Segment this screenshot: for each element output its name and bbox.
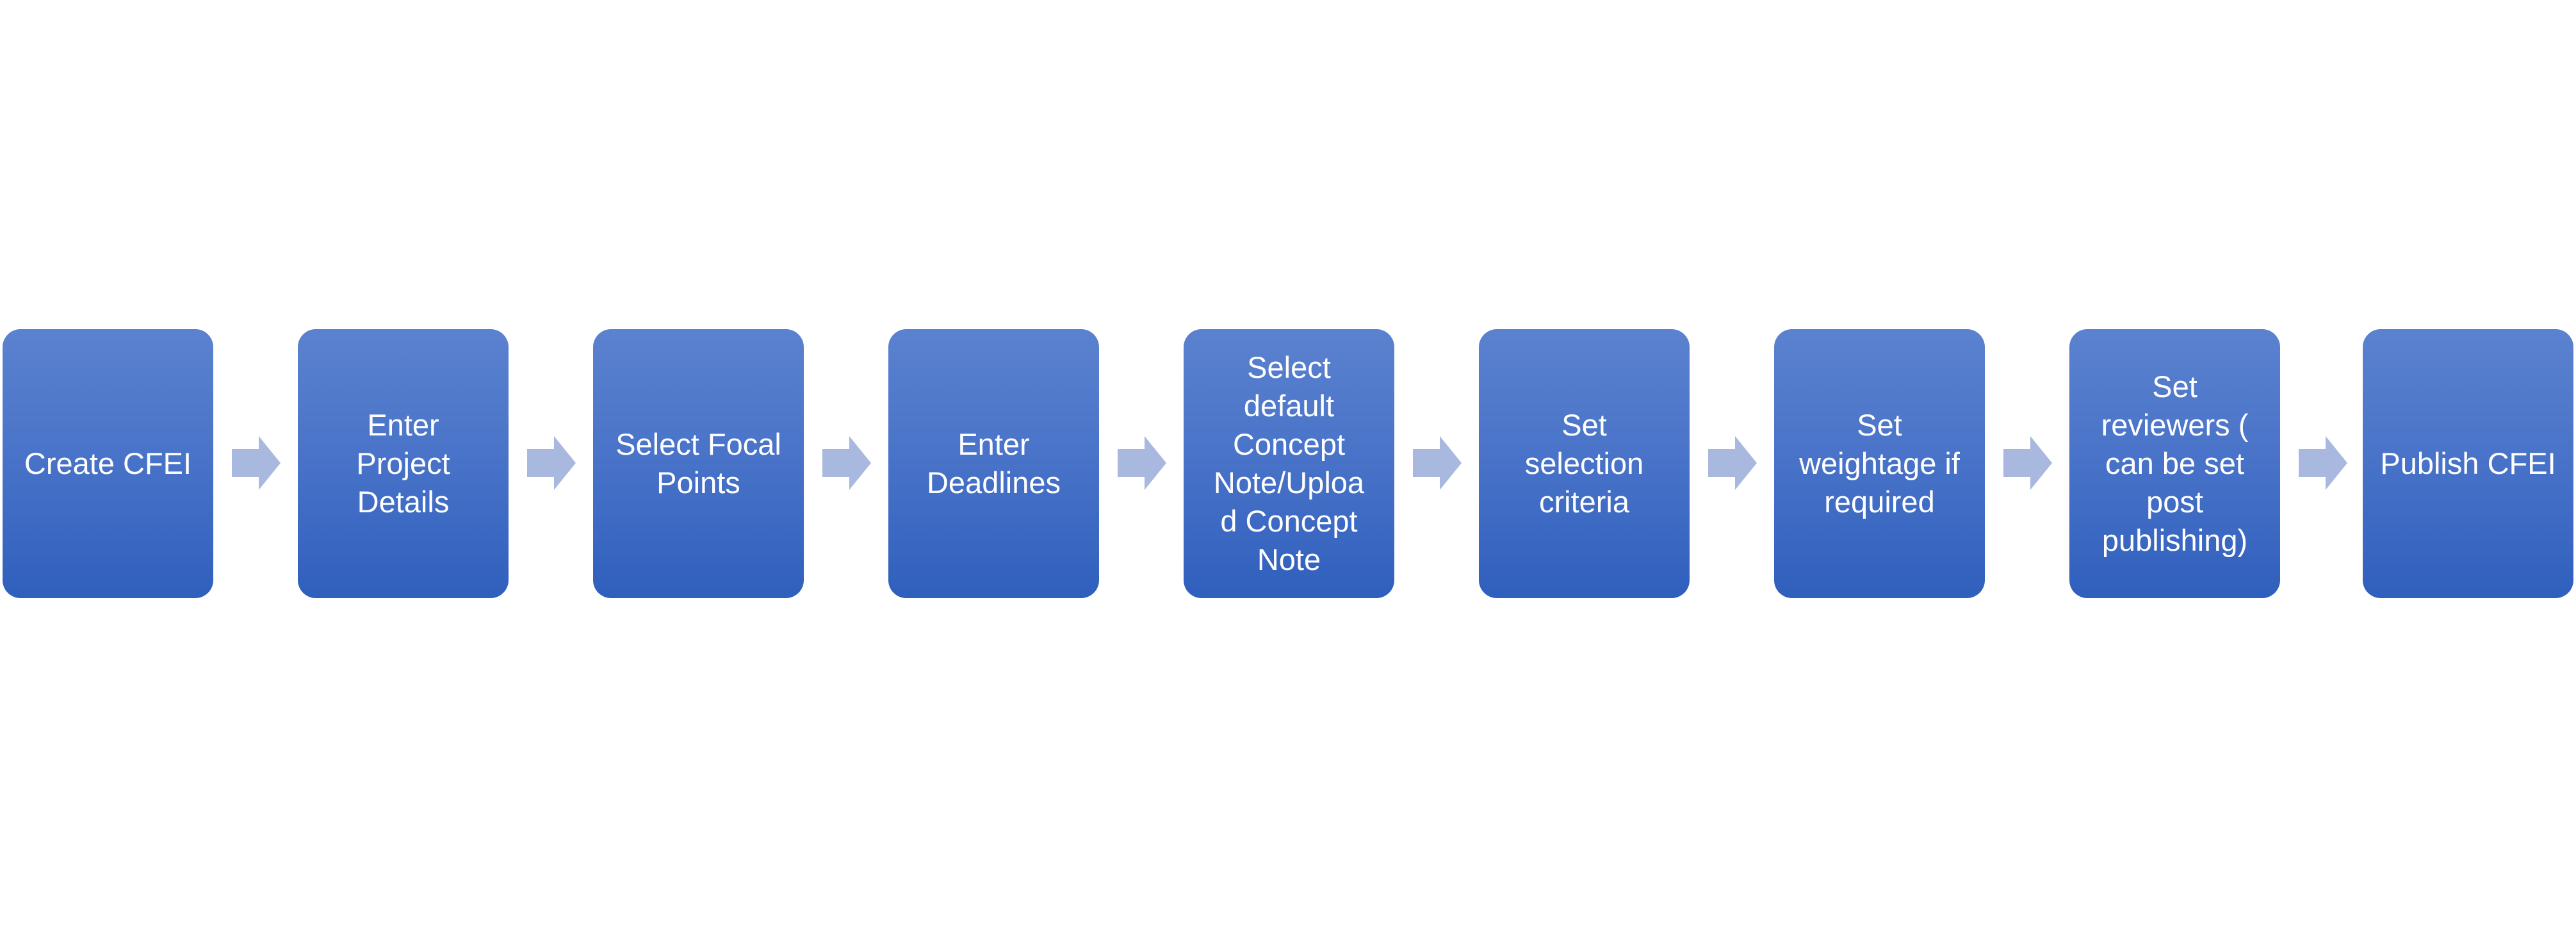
- arrow-right-icon: [2299, 436, 2347, 490]
- arrow-right-icon: [1708, 436, 1757, 490]
- step-label: Publish CFEI: [2380, 446, 2556, 480]
- step-box-select-concept-note: Select default Concept Note/Uploa d Conc…: [1184, 329, 1394, 598]
- step-box-enter-project-details: Enter Project Details: [298, 329, 509, 598]
- step-box-select-focal-points: Select Focal Points: [593, 329, 804, 598]
- arrow-right-icon: [2003, 436, 2052, 490]
- step-label: Select Focal Points: [615, 427, 781, 500]
- arrow-right-icon: [232, 436, 281, 490]
- arrow-right-icon: [1118, 436, 1166, 490]
- arrow-right-icon: [822, 436, 871, 490]
- arrow-right-icon: [527, 436, 576, 490]
- step-box-enter-deadlines: Enter Deadlines: [888, 329, 1099, 598]
- step-label: Enter Deadlines: [926, 427, 1061, 500]
- step-label: Set selection criteria: [1524, 408, 1644, 519]
- step-box-create-cfei: Create CFEI: [3, 329, 213, 598]
- step-label: Enter Project Details: [356, 408, 450, 519]
- step-box-set-weightage: Set weightage if required: [1774, 329, 1985, 598]
- step-box-set-reviewers: Set reviewers ( can be set post publishi…: [2069, 329, 2280, 598]
- step-label: Set reviewers ( can be set post publishi…: [2101, 370, 2249, 557]
- arrow-right-icon: [1413, 436, 1462, 490]
- step-label: Select default Concept Note/Uploa d Conc…: [1213, 350, 1365, 576]
- step-label: Create CFEI: [24, 446, 192, 480]
- step-label: Set weightage if required: [1799, 408, 1960, 519]
- step-box-set-selection-criteria: Set selection criteria: [1479, 329, 1690, 598]
- step-box-publish-cfei: Publish CFEI: [2363, 329, 2573, 598]
